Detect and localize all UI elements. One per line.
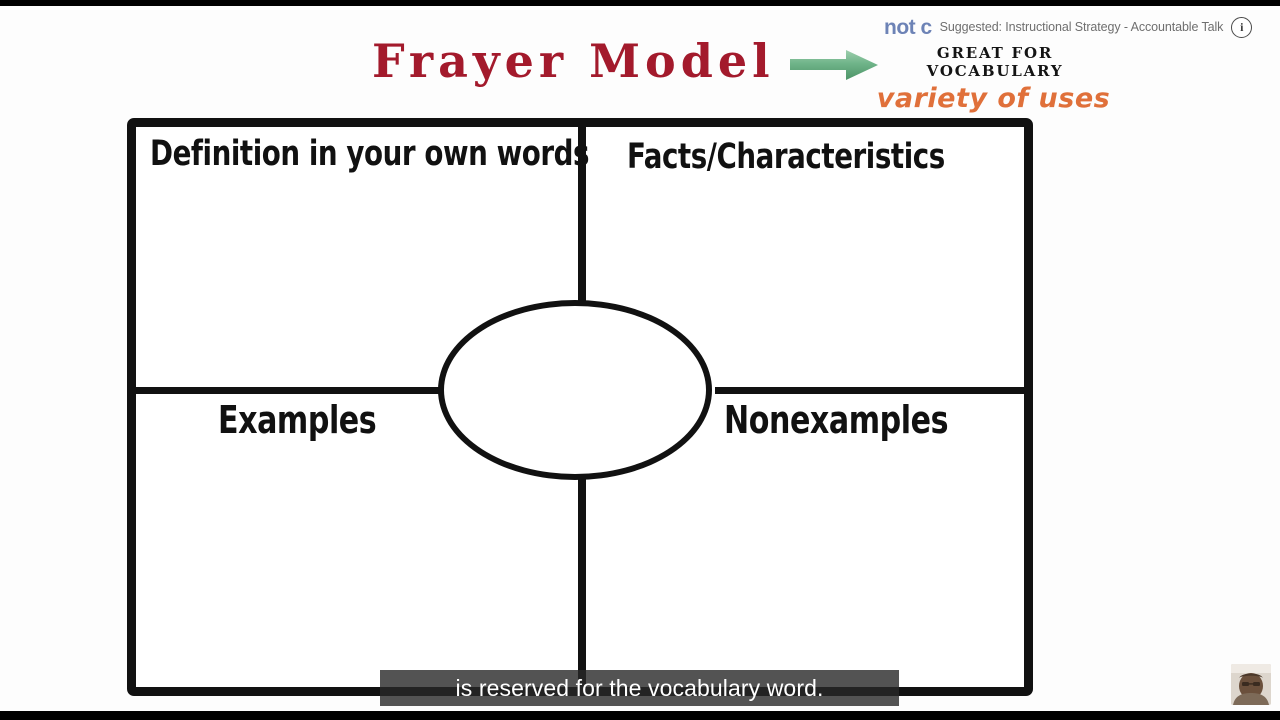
page-title: Frayer Model (372, 34, 775, 88)
presenter-thumbnail[interactable] (1231, 664, 1271, 705)
letterbox-top (0, 0, 1280, 6)
annotation-great-for: Great for Vocabulary (900, 44, 1090, 81)
great-for-line-1: Great for (936, 44, 1054, 62)
presenter-avatar-image (1231, 664, 1271, 705)
frayer-model-diagram: Definition in your own words Facts/Chara… (127, 118, 1033, 696)
info-icon[interactable]: i (1231, 16, 1253, 38)
suggestion-label: Suggested: Instructional Strategy - Acco… (939, 20, 1224, 34)
great-for-line-2: Vocabulary (926, 62, 1064, 81)
caption-subtitle: is reserved for the vocabulary word. (380, 670, 899, 706)
quadrant-label-definition: Definition in your own words (150, 134, 590, 174)
quadrant-label-examples: Examples (218, 398, 377, 442)
quadrant-label-nonexamples: Nonexamples (724, 398, 949, 442)
green-arrow-icon (790, 50, 878, 80)
quadrant-label-facts: Facts/Characteristics (627, 137, 945, 177)
partial-text-not-c: not c (884, 15, 932, 39)
suggestion-overlay[interactable]: not c Suggested: Instructional Strategy … (884, 12, 1274, 42)
annotation-variety-of-uses: variety of uses (876, 83, 1111, 114)
center-word-ellipse (438, 300, 712, 480)
letterbox-bottom (0, 711, 1280, 720)
divider-horizontal-left (136, 387, 446, 394)
divider-horizontal-right (715, 387, 1024, 394)
